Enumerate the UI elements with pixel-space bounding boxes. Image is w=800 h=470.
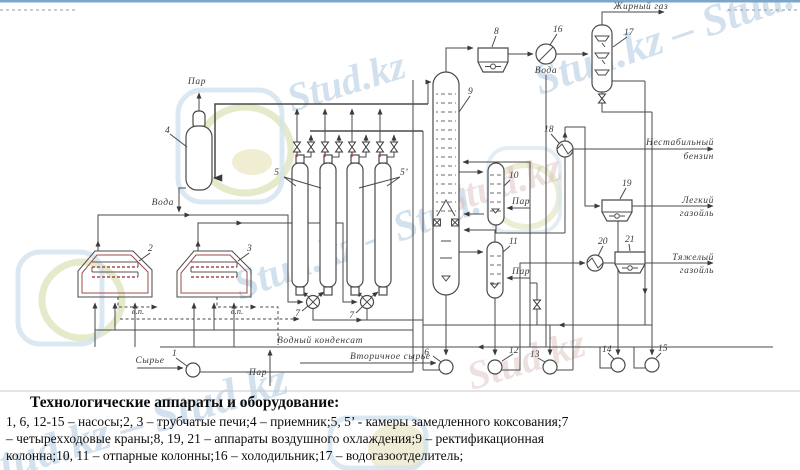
equipment-number-3: 3 <box>246 244 252 254</box>
valve-icon <box>597 93 607 104</box>
coke-chamber <box>374 151 392 296</box>
pump-12 <box>487 359 503 375</box>
logo-square <box>15 249 105 347</box>
rectification-column-9 <box>432 71 460 296</box>
water-label: Вода <box>152 197 174 208</box>
pipes <box>92 9 773 386</box>
column-trays <box>436 88 456 214</box>
equipment-number-12: 12 <box>509 346 519 356</box>
tube-furnace-3 <box>176 250 252 298</box>
air-cooler-21 <box>614 251 646 274</box>
light-gasoil-label: газойль <box>680 208 714 219</box>
equipment-number-16: 16 <box>553 25 563 35</box>
equipment-number-5: 5 <box>274 168 279 178</box>
legend-line: – четырехходовые краны;8, 19, 21 – аппар… <box>6 431 544 446</box>
equipment-number-5p: 5’ <box>400 168 408 178</box>
steam-label: Пар <box>511 267 530 277</box>
top-border <box>0 0 800 3</box>
equipment-number-8: 8 <box>494 27 499 37</box>
pump-13 <box>542 359 558 375</box>
stripping-column-11 <box>486 241 504 299</box>
leader-lines <box>138 33 662 367</box>
page-chrome <box>0 0 800 392</box>
legend: Технологические аппараты и оборудование:… <box>6 394 796 464</box>
equipment-number-14: 14 <box>602 345 612 355</box>
logo-blob <box>232 149 272 175</box>
four-way-valve-7 <box>359 294 375 310</box>
watermark-text: Stud.kz <box>461 320 590 399</box>
coke-chamber <box>346 151 364 296</box>
secondary-feed-label: Вторичное сырье <box>350 352 431 362</box>
pump-14 <box>610 357 626 373</box>
legend-title: Технологические аппараты и оборудование: <box>30 394 340 411</box>
coke-chamber <box>319 151 337 296</box>
logo-blob <box>368 423 428 470</box>
air-cooler-8 <box>477 47 509 73</box>
unstable-gasoline-label: Нестабильный <box>645 137 714 148</box>
pump-1 <box>185 362 201 378</box>
equipment-number-18: 18 <box>544 125 554 135</box>
diagram-labels: Пар Вода Сырье Пар в.п. в.п. Жирный газ … <box>132 1 714 378</box>
water-label: Вода <box>535 65 557 76</box>
unstable-gasoline-label: бензин <box>684 151 714 162</box>
chamber-valves <box>292 141 399 153</box>
equipment-number-4: 4 <box>165 126 170 136</box>
equipment-number-13: 13 <box>530 350 540 360</box>
equipment-number-1: 1 <box>172 349 177 359</box>
watermark-text: Stud.kz <box>281 42 410 121</box>
water-cooler-16 <box>535 43 557 65</box>
equipment-number-17: 17 <box>624 28 635 38</box>
heavy-gasoil-label: Тяжелый <box>672 252 714 263</box>
steam-label: Пар <box>248 368 267 378</box>
equipment-number-11: 11 <box>509 237 518 247</box>
equipment-number-19: 19 <box>622 179 632 189</box>
equipment-number-10: 10 <box>509 171 519 181</box>
steam-label: Пар <box>187 77 206 87</box>
rich-gas-label: Жирный газ <box>613 1 669 12</box>
vp-label: в.п. <box>231 306 243 316</box>
four-way-valve-7 <box>305 294 321 310</box>
receiver-4 <box>185 110 213 191</box>
pump-6 <box>438 359 454 375</box>
valve-icon <box>532 299 542 310</box>
steam-label: Пар <box>511 197 530 207</box>
light-gasoil-label: Легкий <box>681 195 714 206</box>
water-gas-separator-17 <box>591 24 613 104</box>
stripping-column-10 <box>487 162 505 226</box>
vp-label: в.п. <box>132 306 144 316</box>
equipment-number-7: 7 <box>295 309 301 319</box>
air-cooler-19 <box>601 199 633 222</box>
watermark-text: Stud.kz – Stud. <box>527 0 800 104</box>
equipment-number-9: 9 <box>468 87 473 97</box>
equipment-number-7: 7 <box>349 311 355 321</box>
heat-exchanger-20 <box>586 254 604 272</box>
tube-furnace-2 <box>77 250 153 298</box>
equipment-number-2: 2 <box>148 244 153 254</box>
logo-square <box>175 87 285 205</box>
equipment-number-15: 15 <box>658 344 668 354</box>
equipment-number-6: 6 <box>424 348 429 358</box>
equipment-number-20: 20 <box>598 237 608 247</box>
logo-square <box>327 415 429 470</box>
coke-chamber <box>291 151 309 296</box>
water-condensate-label: Водный конденсат <box>277 335 363 346</box>
equipment-number-21: 21 <box>625 235 635 245</box>
legend-line: колонна;10, 11 – отпарные колонны;16 – х… <box>6 448 464 463</box>
equipment <box>77 24 660 378</box>
feed-label: Сырье <box>135 356 164 366</box>
heavy-gasoil-label: газойль <box>680 265 714 276</box>
legend-line: 1, 6, 12-15 – насосы;2, 3 – трубчатые пе… <box>6 414 569 429</box>
logo-ellipse <box>38 258 126 342</box>
pump-15 <box>644 357 660 373</box>
heat-exchanger-18 <box>556 140 574 158</box>
